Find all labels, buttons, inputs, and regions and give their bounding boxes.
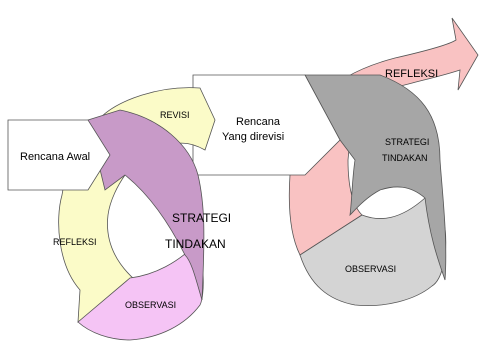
cycle2-start-label-1: Rencana xyxy=(236,116,281,128)
cycle1-strategi-label-2: TINDAKAN xyxy=(165,237,226,251)
cycle2-strategi-label-1: STRATEGI xyxy=(385,137,429,147)
cycle1-observasi-label: OBSERVASI xyxy=(125,300,176,310)
cycle2-strategi-segment xyxy=(304,74,447,281)
cycle1-start-box xyxy=(7,119,111,191)
cycle1-revisi-label: REVISI xyxy=(160,110,190,120)
cycle1-observasi-segment xyxy=(77,244,204,341)
cycle1-start-label: Rencana Awal xyxy=(20,151,90,163)
cycle2-refleksi-label: REFLEKSI xyxy=(385,68,438,80)
cycle1-refleksi-label: REFLEKSI xyxy=(53,237,97,247)
cycle1-strategi-segment xyxy=(87,109,205,301)
cycle2-observasi-label: OBSERVASI xyxy=(345,264,396,274)
cycle2-start-box xyxy=(192,74,341,176)
cycle2-start-label-2: Yang direvisi xyxy=(222,131,284,143)
cycle2-observasi-segment xyxy=(299,197,447,306)
cycle2-strategi-label-2: TINDAKAN xyxy=(382,153,428,163)
cycle1-strategi-label-1: STRATEGI xyxy=(172,211,231,225)
